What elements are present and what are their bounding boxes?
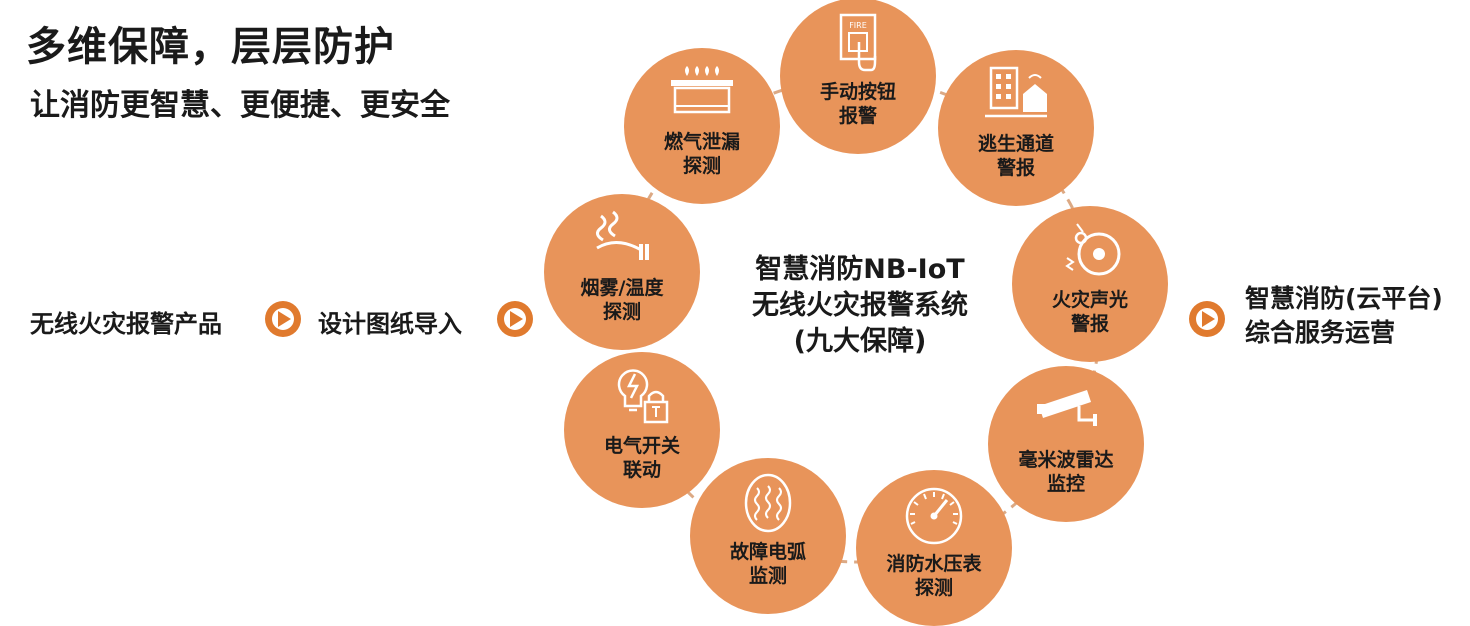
node-label-line2: 联动 bbox=[622, 459, 661, 481]
page-title: 多维保障，层层防护 bbox=[26, 24, 395, 70]
flow-step-wireless-products: 无线火灾报警产品 bbox=[30, 310, 222, 338]
electric-switch-icon bbox=[617, 369, 669, 424]
flow-step-drawing-import: 设计图纸导入 bbox=[318, 310, 462, 338]
node-arc-fault: 故障电弧 监测 bbox=[690, 458, 846, 614]
node-label-line1: 故障电弧 bbox=[729, 541, 806, 563]
fire-button-icon: FIRE bbox=[839, 13, 877, 72]
node-label-line1: 烟雾/温度 bbox=[580, 277, 664, 299]
node-label-line2: 警报 bbox=[996, 157, 1035, 179]
page-subtitle: 让消防更智慧、更便捷、更安全 bbox=[30, 88, 450, 123]
node-sound-light-alarm: 火灾声光 警报 bbox=[1012, 206, 1168, 362]
system-title-line2: 无线火灾报警系统 bbox=[752, 290, 968, 321]
system-title: 智慧消防NB-IoT 无线火灾报警系统 (九大保障) bbox=[690, 252, 1030, 360]
node-label-line1: 手动按钮 bbox=[819, 81, 896, 103]
node-smoke-temperature: 烟雾/温度 探测 bbox=[544, 194, 700, 350]
play-arrow-icon bbox=[497, 301, 533, 337]
play-arrow-icon bbox=[1189, 301, 1225, 337]
pressure-gauge-icon bbox=[905, 487, 963, 545]
camera-icon bbox=[1037, 390, 1097, 426]
node-label-line2: 探测 bbox=[682, 155, 721, 177]
play-arrow-icon bbox=[265, 301, 301, 337]
node-label-line1: 消防水压表 bbox=[886, 553, 982, 575]
cloud-platform-label: 智慧消防(云平台) 综合服务运营 bbox=[1245, 282, 1443, 350]
node-mmwave-radar: 毫米波雷达 监控 bbox=[988, 366, 1144, 522]
fire-text: FIRE bbox=[849, 21, 867, 30]
sound-light-alarm-icon bbox=[1065, 223, 1121, 276]
node-escape-route: 逃生通道 警报 bbox=[938, 50, 1094, 206]
system-title-line1: 智慧消防NB-IoT bbox=[755, 254, 965, 285]
node-label-line1: 电气开关 bbox=[603, 435, 680, 457]
node-label-line1: 燃气泄漏 bbox=[663, 131, 740, 153]
node-label-line2: 探测 bbox=[602, 301, 641, 323]
node-label-line1: 毫米波雷达 bbox=[1018, 449, 1114, 471]
node-manual-button: FIRE 手动按钮 报警 bbox=[780, 0, 936, 154]
system-title-line3: (九大保障) bbox=[793, 326, 927, 357]
cloud-platform-line2: 综合服务运营 bbox=[1245, 318, 1396, 347]
cloud-platform-line1: 智慧消防(云平台) bbox=[1245, 284, 1443, 313]
gas-stove-icon bbox=[671, 66, 733, 114]
node-label-line2: 监测 bbox=[748, 565, 787, 587]
arc-fault-icon bbox=[744, 473, 792, 533]
node-label-line1: 火灾声光 bbox=[1051, 289, 1128, 311]
node-label-line2: 报警 bbox=[838, 105, 877, 127]
node-electrical-switch: 电气开关 联动 bbox=[564, 352, 720, 508]
node-label-line2: 监控 bbox=[1046, 473, 1085, 495]
node-gas-leak: 燃气泄漏 探测 bbox=[624, 48, 780, 204]
node-label-line2: 警报 bbox=[1070, 313, 1109, 335]
node-label-line2: 探测 bbox=[914, 577, 953, 599]
smoke-icon bbox=[596, 210, 649, 260]
node-water-pressure: 消防水压表 探测 bbox=[856, 470, 1012, 626]
node-label-line1: 逃生通道 bbox=[977, 133, 1054, 155]
building-alarm-icon bbox=[985, 66, 1047, 118]
